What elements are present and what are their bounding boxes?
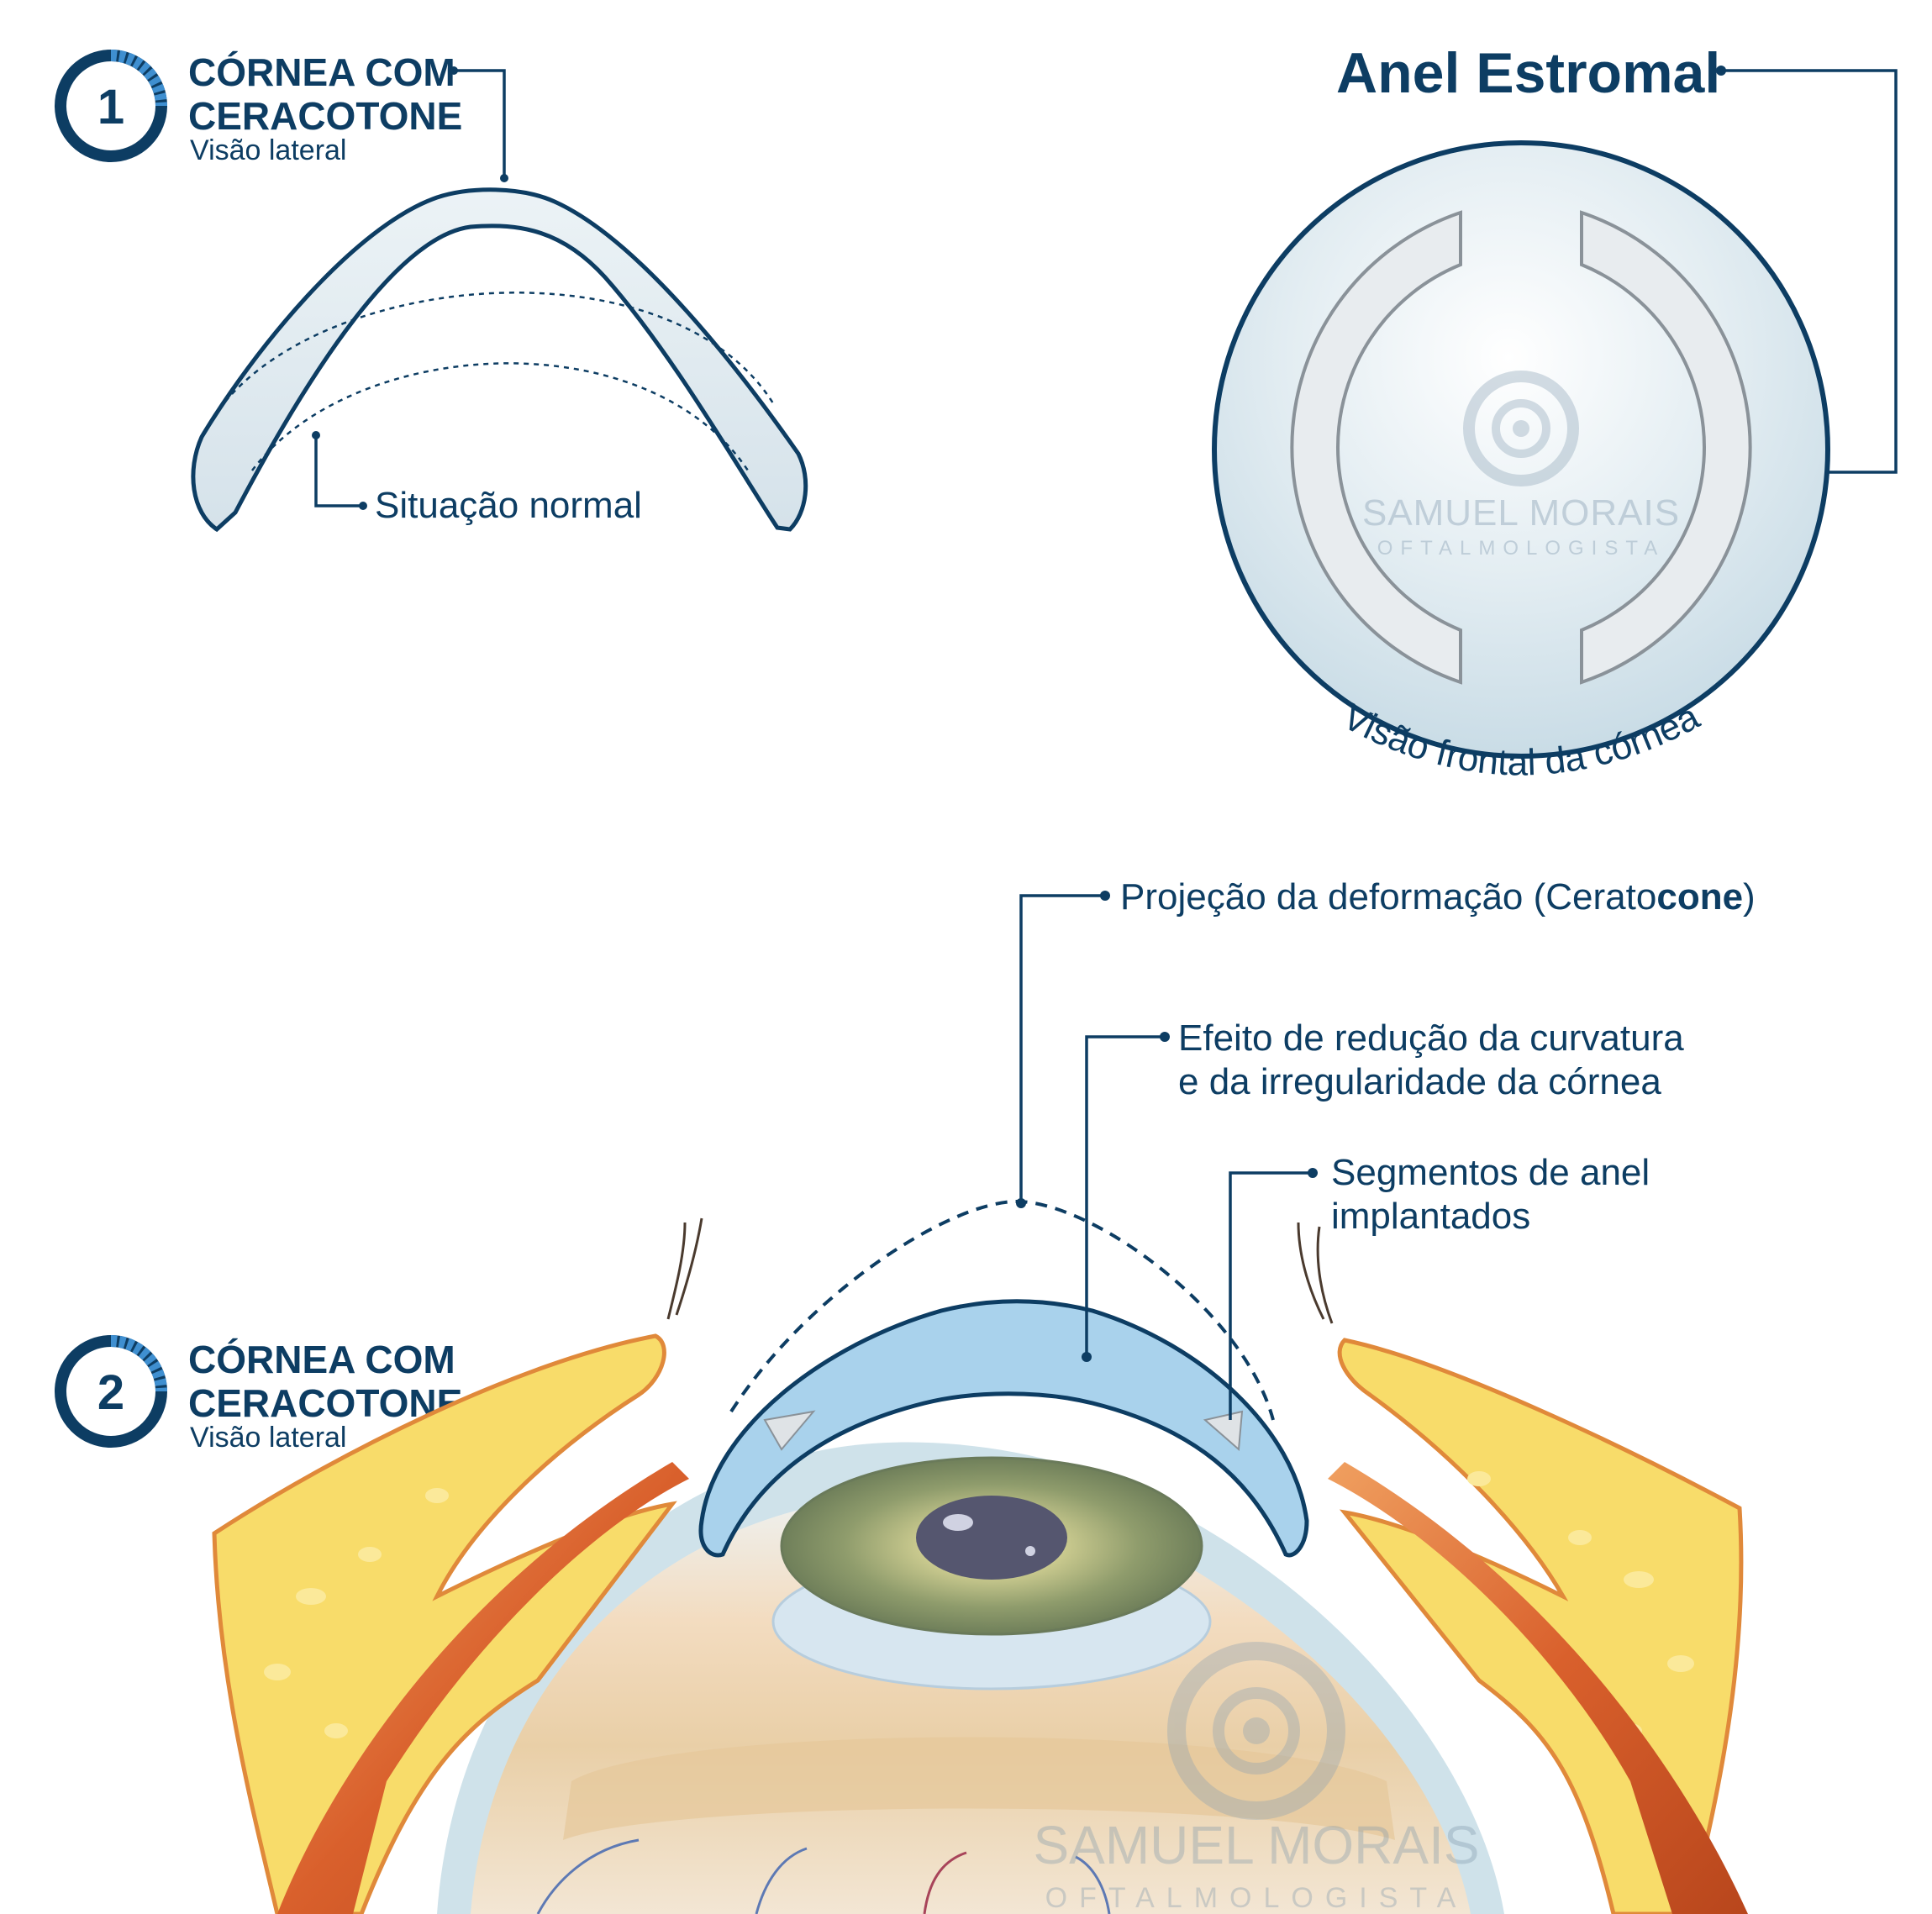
lens-iris bbox=[771, 1456, 1212, 1691]
segments-label-line1: Segmentos de anel bbox=[1331, 1152, 1650, 1193]
panel1-title-line1: CÓRNEA COM bbox=[188, 50, 455, 94]
segments-leader bbox=[1229, 1171, 1313, 1420]
eye-logo-icon bbox=[1463, 371, 1579, 486]
panel1-title-line2: CERACOTONE bbox=[188, 94, 462, 138]
panel2-title-line1: CÓRNEA COM bbox=[188, 1338, 455, 1381]
normal-curve-outer bbox=[224, 292, 775, 404]
panel2-subtitle: Visão lateral bbox=[190, 1422, 347, 1454]
panel1-badge: 1 bbox=[55, 50, 167, 162]
ring-segment-left-section bbox=[763, 1410, 816, 1451]
panel2-badge-number: 2 bbox=[97, 1365, 124, 1420]
bottom-watermark-role: OFTALMOLOGISTA bbox=[1045, 1882, 1468, 1914]
keratoconic-cornea-side bbox=[191, 187, 808, 533]
normal-curve-inner bbox=[251, 362, 750, 471]
projection-leader bbox=[1019, 894, 1105, 1203]
projection-label: Projeção da deformação (Ceratocone) bbox=[1120, 876, 1756, 918]
ring-watermark-name: SAMUEL MORAIS bbox=[1362, 492, 1680, 534]
normal-label-leader bbox=[314, 435, 363, 507]
ring-panel-title: Anel Estromal bbox=[1336, 41, 1720, 105]
panel2-title-line2: CERACOTONE bbox=[188, 1381, 462, 1425]
bottom-watermark-name: SAMUEL MORAIS bbox=[1033, 1815, 1479, 1875]
panel1-badge-number: 1 bbox=[97, 80, 124, 134]
ring-watermark-role: OFTALMOLOGISTA bbox=[1377, 537, 1665, 560]
left-eyelid bbox=[212, 1217, 703, 1914]
right-eyelid bbox=[1297, 1222, 1748, 1914]
corrected-cornea bbox=[698, 1299, 1309, 1558]
normal-situation-label: Situação normal bbox=[375, 485, 642, 526]
panel2-badge: 2 bbox=[55, 1335, 167, 1448]
ring-segment-left bbox=[1290, 210, 1462, 685]
eye-logo-watermark-bottom bbox=[1167, 1642, 1345, 1820]
panel1-subtitle: Visão lateral bbox=[190, 134, 347, 166]
panel1-title-leader bbox=[454, 69, 506, 178]
segments-label-line2: implantados bbox=[1331, 1196, 1530, 1237]
effect-leader bbox=[1085, 1035, 1165, 1357]
effect-label-line1: Efeito de redução da curvatura bbox=[1178, 1017, 1684, 1059]
effect-label-line2: e da irregularidade da córnea bbox=[1178, 1061, 1661, 1102]
ring-segment-right-section bbox=[1203, 1410, 1244, 1452]
ring-segment-right bbox=[1580, 210, 1752, 685]
